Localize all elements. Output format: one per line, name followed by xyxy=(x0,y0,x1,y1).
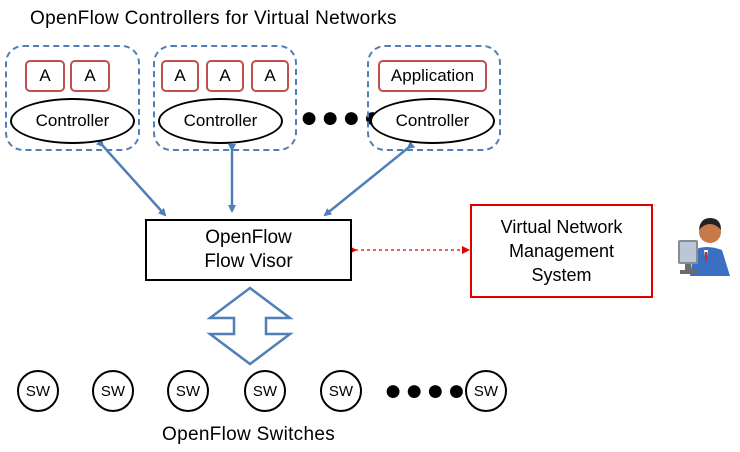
switch-node: SW xyxy=(320,370,362,412)
controller-group-1 xyxy=(5,45,140,151)
arrow-controller1-visor xyxy=(96,138,167,217)
switch-node: SW xyxy=(244,370,286,412)
application-box: Application xyxy=(378,60,487,92)
controller-node: Controller xyxy=(10,98,135,144)
app-box: A xyxy=(206,60,244,92)
controller-node: Controller xyxy=(158,98,283,144)
controller-group-2 xyxy=(153,45,297,151)
controller-group-3 xyxy=(367,45,501,151)
switch-node: SW xyxy=(465,370,507,412)
app-box: A xyxy=(161,60,199,92)
switch-node: SW xyxy=(167,370,209,412)
block-arrow-visor-switches xyxy=(206,286,294,366)
diagram-title: OpenFlow Controllers for Virtual Network… xyxy=(30,8,397,29)
app-box: A xyxy=(70,60,110,92)
vnm-line2: Management xyxy=(508,241,615,261)
vnm-line1: Virtual Network xyxy=(500,217,623,237)
vnm-system-box: Virtual Network Management System xyxy=(470,204,653,298)
flow-visor-line1: OpenFlow xyxy=(205,227,292,248)
app-box: A xyxy=(251,60,289,92)
switch-node: SW xyxy=(92,370,134,412)
flow-visor-box: OpenFlow Flow Visor xyxy=(145,219,352,281)
vnm-line3: System xyxy=(531,265,592,285)
switches-caption: OpenFlow Switches xyxy=(162,424,336,445)
controller-node: Controller xyxy=(370,98,495,144)
app-box: A xyxy=(25,60,65,92)
flow-visor-line2: Flow Visor xyxy=(204,251,293,272)
admin-user-icon xyxy=(678,218,730,276)
switches-ellipsis: ●●●● xyxy=(384,374,469,407)
arrow-controller3-visor xyxy=(323,141,416,217)
switch-node: SW xyxy=(17,370,59,412)
